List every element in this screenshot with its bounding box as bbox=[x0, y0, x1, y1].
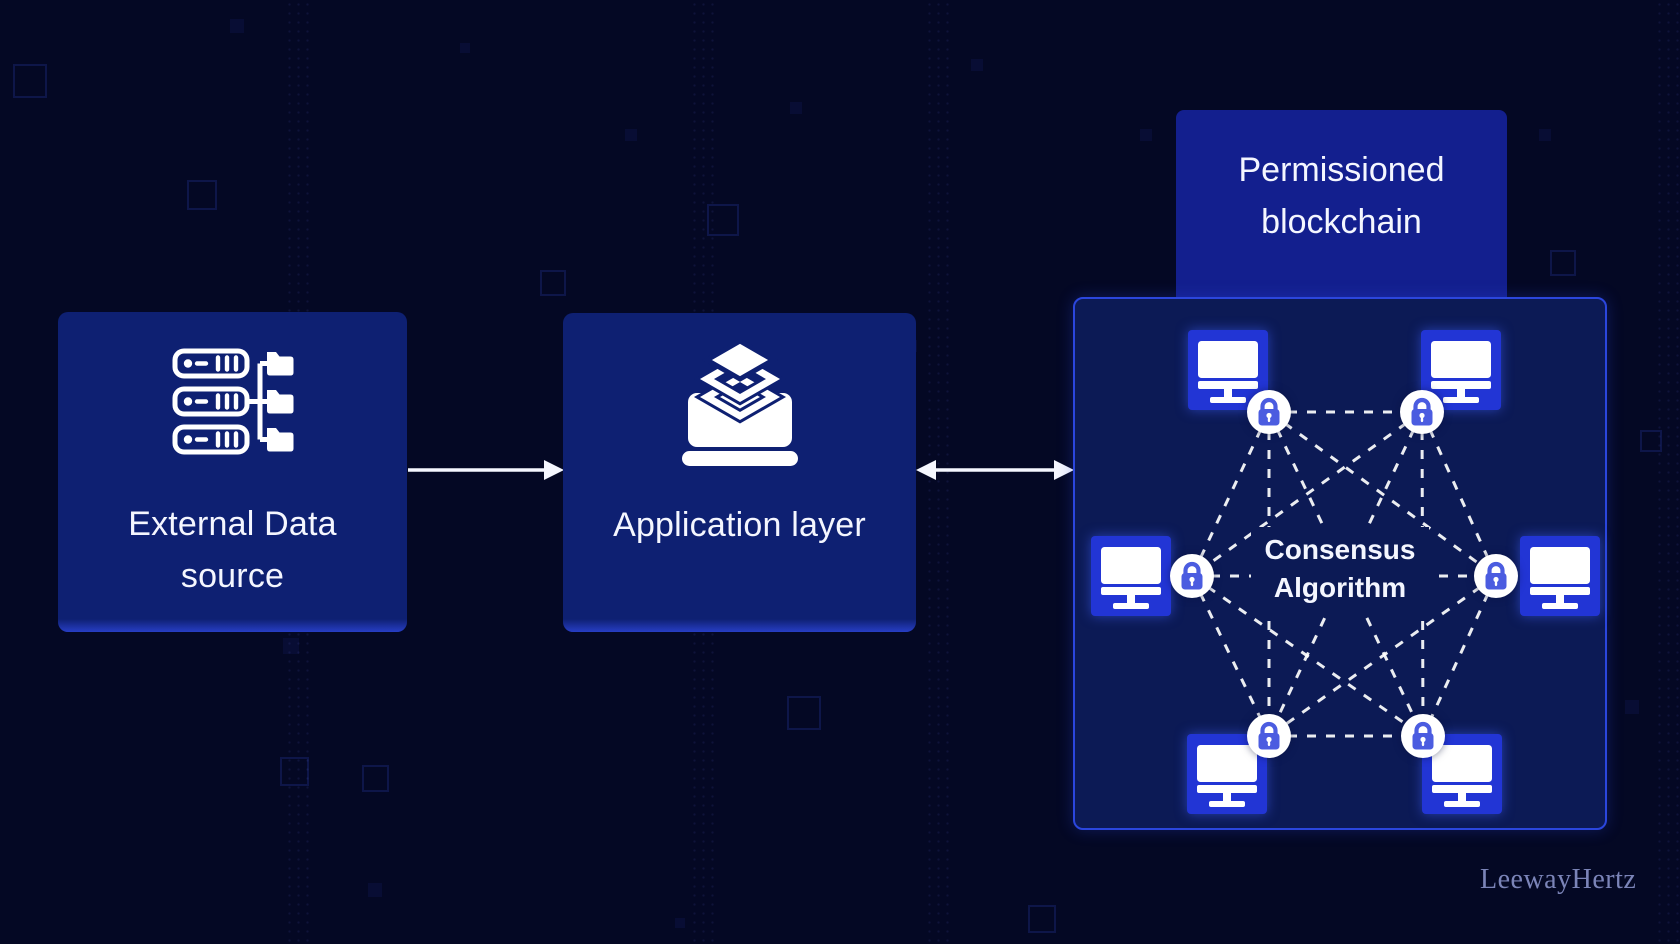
background-square bbox=[280, 757, 309, 786]
server-folders-icon bbox=[172, 348, 294, 455]
laptop-layers-icon bbox=[682, 338, 798, 466]
permissioned-blockchain-network-box: Consensus Algorithm bbox=[1073, 297, 1607, 830]
computer-icon bbox=[1432, 745, 1492, 807]
permissioned-blockchain-title-box: Permissioned blockchain bbox=[1176, 110, 1507, 325]
network-computer-node bbox=[1421, 330, 1501, 410]
padlock-node bbox=[1170, 554, 1214, 598]
background-square bbox=[790, 102, 802, 114]
consensus-algorithm-label-wrap: Consensus Algorithm bbox=[1075, 527, 1605, 611]
background-square bbox=[460, 43, 470, 53]
application-layer-label: Application layer bbox=[613, 506, 866, 544]
background-square bbox=[707, 204, 739, 236]
mesh-link bbox=[1191, 574, 1424, 738]
application-layer-box: Application layer bbox=[563, 313, 916, 632]
padlock-node bbox=[1247, 390, 1291, 434]
permissioned-blockchain-title: Permissioned blockchain bbox=[1238, 151, 1445, 241]
mesh-dashed-links bbox=[1190, 410, 1498, 738]
network-computer-node bbox=[1091, 536, 1171, 616]
padlock-icon bbox=[1411, 397, 1433, 426]
consensus-algorithm-label: Consensus Algorithm bbox=[1250, 527, 1430, 611]
padlock-icon bbox=[1258, 721, 1280, 750]
computer-icon bbox=[1530, 547, 1590, 609]
network-computer-node bbox=[1520, 536, 1600, 616]
background-square bbox=[540, 270, 566, 296]
padlock-icon bbox=[1485, 561, 1507, 590]
background-square bbox=[1550, 250, 1576, 276]
background-square bbox=[230, 19, 244, 33]
background-dot-strip bbox=[1655, 0, 1680, 944]
mesh-link bbox=[1420, 411, 1425, 737]
external-data-source-label: External Data source bbox=[128, 505, 337, 595]
computer-icon bbox=[1197, 745, 1257, 807]
background-square bbox=[13, 64, 47, 98]
mesh-link bbox=[1268, 410, 1497, 578]
background-square bbox=[1640, 430, 1662, 452]
background-square bbox=[787, 696, 821, 730]
computer-icon bbox=[1198, 341, 1258, 403]
background-square bbox=[368, 883, 382, 897]
background-square bbox=[675, 918, 685, 928]
background-square bbox=[1028, 905, 1056, 933]
background-square bbox=[1625, 700, 1639, 714]
arrow-both-icon bbox=[916, 460, 1074, 480]
padlock-node bbox=[1400, 390, 1444, 434]
padlock-icon bbox=[1412, 721, 1434, 750]
padlock-icon bbox=[1181, 561, 1203, 590]
computer-icon bbox=[1431, 341, 1491, 403]
leewayhertz-watermark: LeewayHertz bbox=[1480, 864, 1637, 895]
padlock-icon bbox=[1258, 397, 1280, 426]
background-square bbox=[971, 59, 983, 71]
background-square bbox=[362, 765, 389, 792]
external-data-source-box: External Data source bbox=[58, 312, 407, 632]
background-square bbox=[187, 180, 217, 210]
arrow-right-icon bbox=[408, 460, 564, 480]
padlock-node bbox=[1247, 714, 1291, 758]
background-square bbox=[1539, 129, 1551, 141]
mesh-link bbox=[1191, 410, 1423, 578]
computer-icon bbox=[1101, 547, 1161, 609]
padlock-node bbox=[1401, 714, 1445, 758]
background-square bbox=[283, 638, 299, 654]
mesh-link bbox=[1268, 574, 1497, 738]
background-square bbox=[625, 129, 637, 141]
background-square bbox=[1140, 129, 1152, 141]
padlock-node bbox=[1474, 554, 1518, 598]
